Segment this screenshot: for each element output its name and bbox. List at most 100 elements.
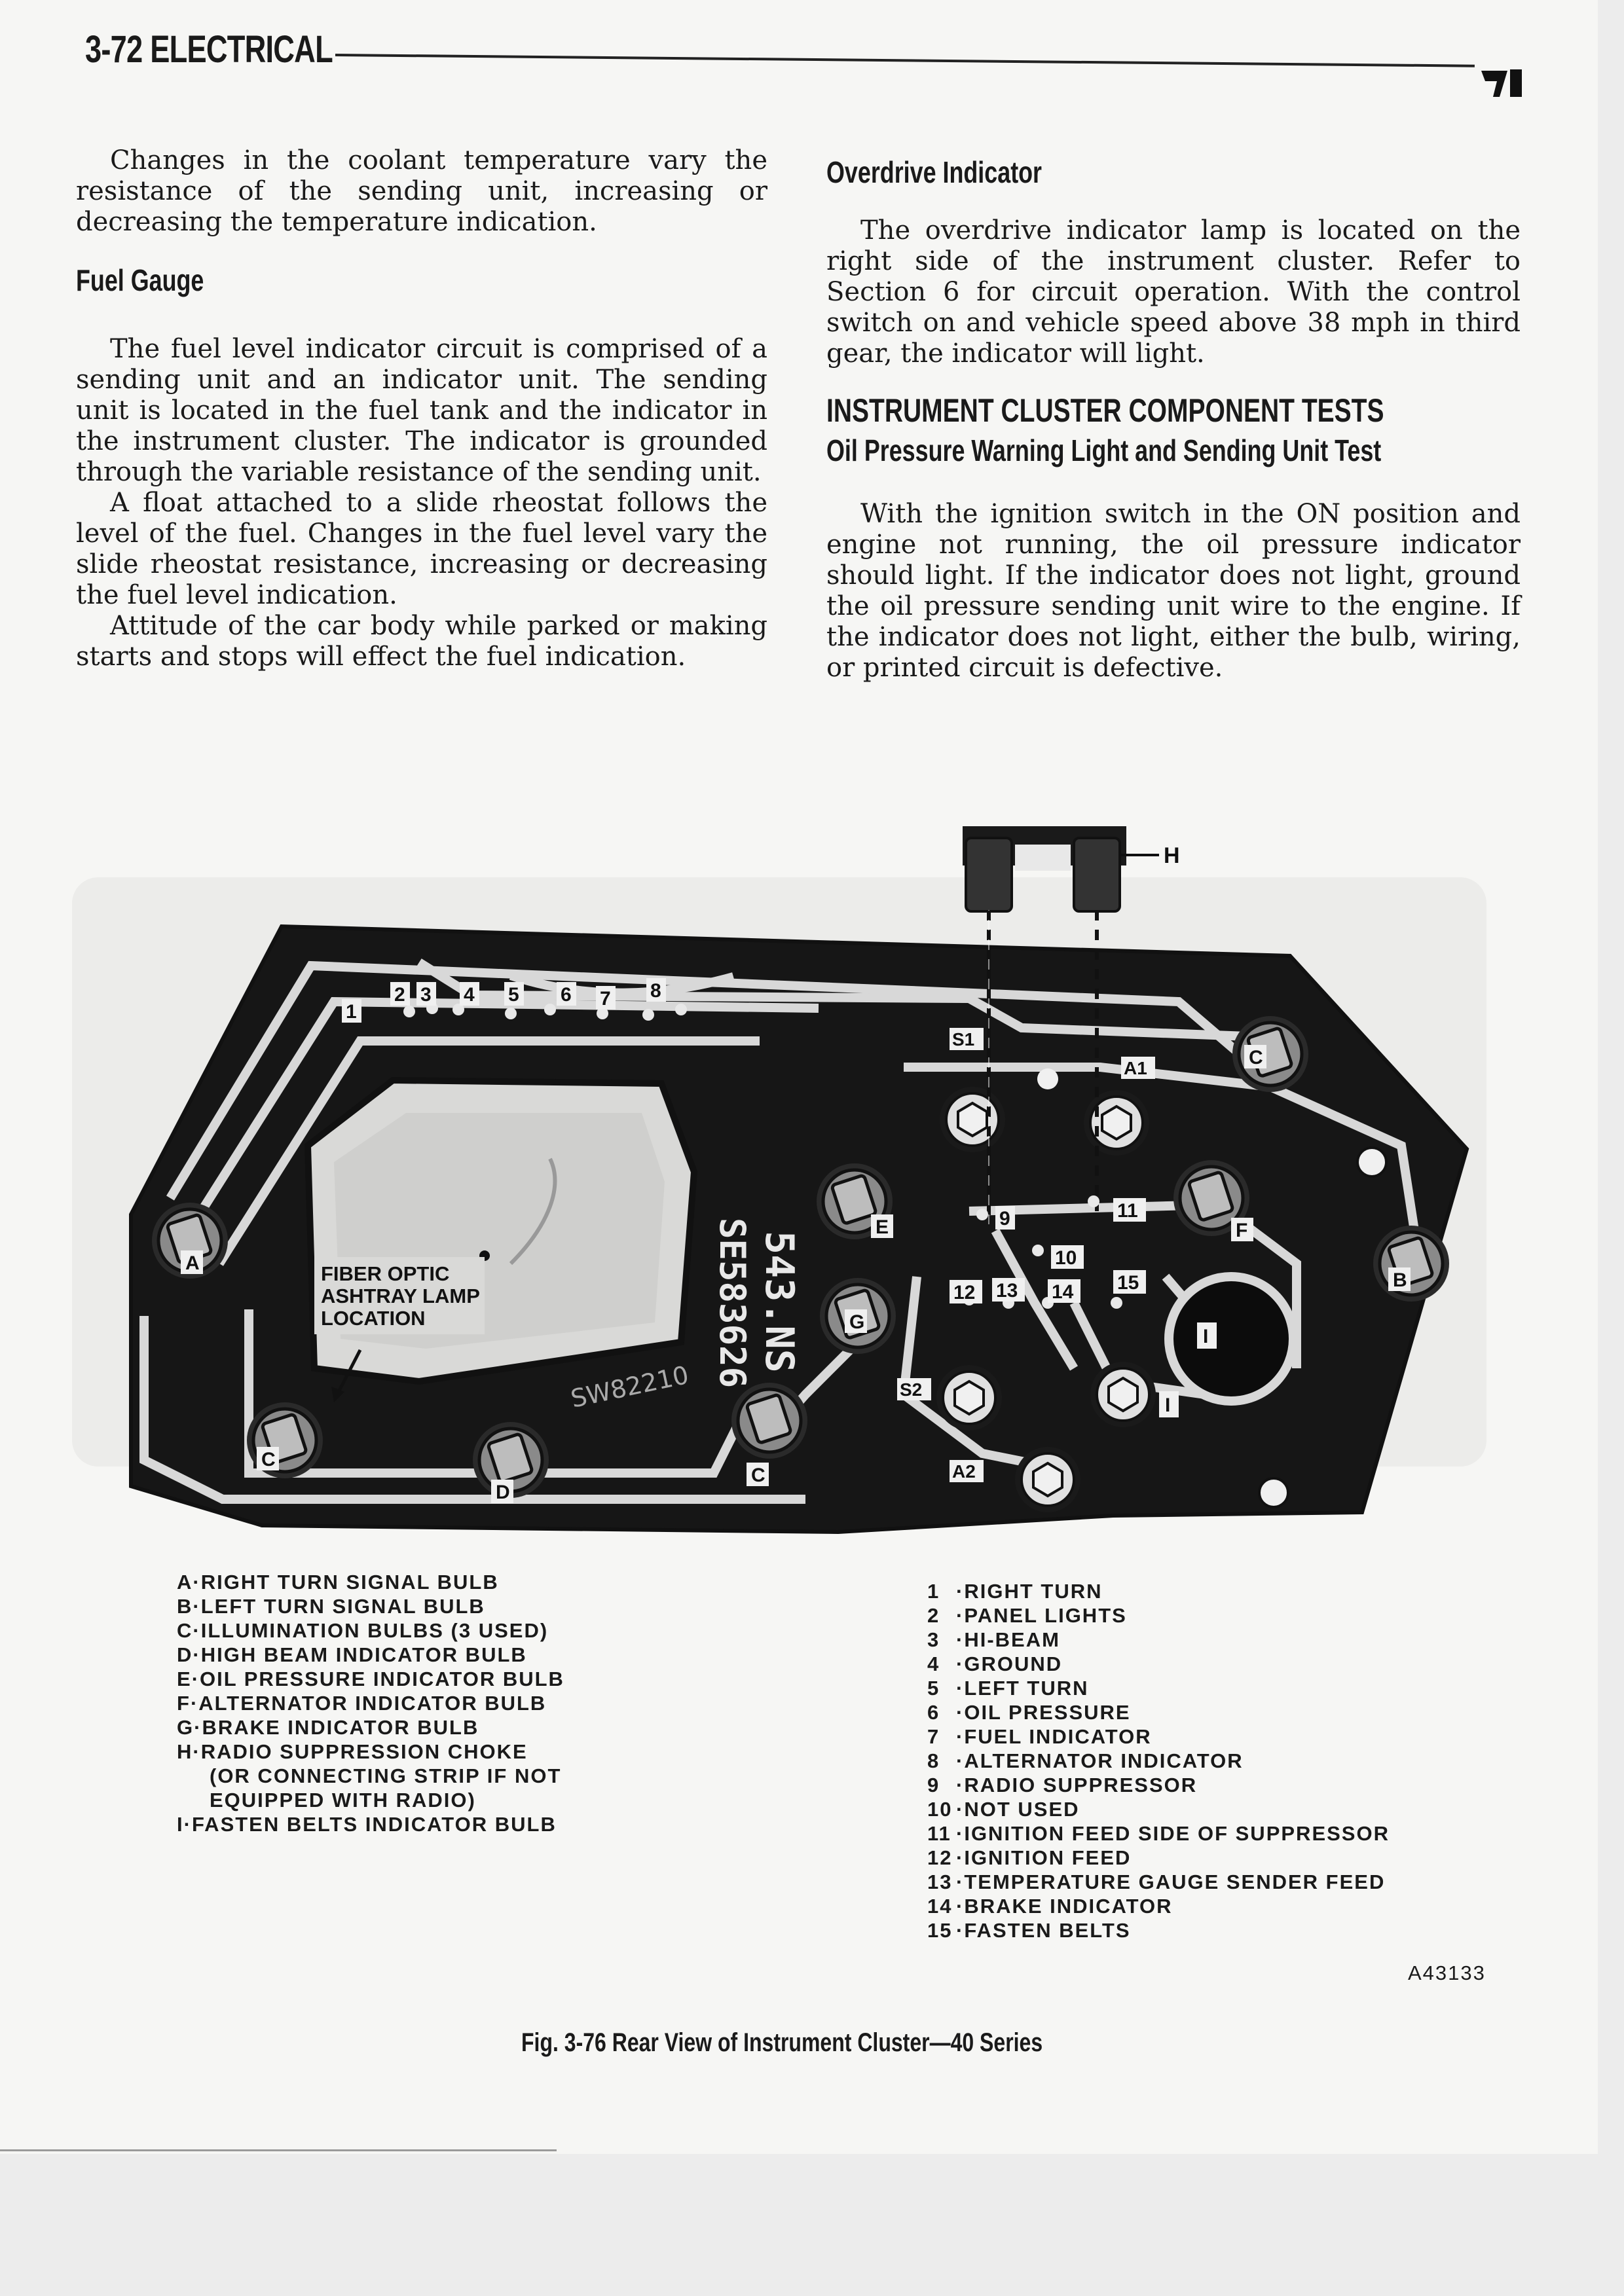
svg-text:S2: S2 [900, 1379, 922, 1400]
header-rule [335, 54, 1475, 67]
label-g: G [845, 1309, 867, 1333]
svg-text:A2: A2 [952, 1461, 976, 1482]
terminal-row-5: 5· LEFT TURN [927, 1677, 1089, 1700]
label-c-left: C [257, 1447, 279, 1470]
stud-a2 [1014, 1446, 1082, 1514]
board-text-1: 543.NS [756, 1231, 802, 1373]
terminal-row-4: 4· GROUND [927, 1652, 1063, 1675]
terminal-legend: 1· RIGHT TURN 2· PANEL LIGHTS 3· HI-BEAM… [927, 1579, 1517, 1942]
fiber-optic-callout: FIBER OPTIC ASHTRAY LAMP LOCATION [314, 1257, 485, 1402]
svg-text:9: 9 [999, 1208, 1010, 1230]
terminal-row-8: 8· ALTERNATOR INDICATOR [927, 1749, 1244, 1772]
label-a: A [181, 1250, 203, 1274]
bulb-legend: A · RIGHT TURN SIGNAL BULB B · LEFT TURN… [177, 1570, 701, 1836]
terminal-7: 7 [596, 986, 616, 1010]
overdrive-paragraph: The overdrive indicator lamp is located … [826, 215, 1521, 369]
terminal-2: 2 [390, 982, 410, 1006]
figure-number: A43133 [1408, 1961, 1486, 1984]
svg-text:8: 8 [650, 980, 661, 1002]
terminal-row-6: 6· OIL PRESSURE [927, 1701, 1131, 1724]
stud-s2 [935, 1364, 1003, 1432]
terminal-5: 5 [504, 982, 524, 1006]
svg-text:11: 11 [1117, 1200, 1138, 1222]
terminal-3: 3 [416, 982, 436, 1006]
page-header-title: 3-72 ELECTRICAL [85, 28, 333, 71]
svg-text:1: 1 [346, 1001, 357, 1023]
terminal-1: 1 [342, 999, 361, 1023]
terminal-6: 6 [557, 982, 576, 1006]
svg-text:2: 2 [394, 984, 405, 1006]
terminal-row-3: 3· HI-BEAM [927, 1628, 1060, 1651]
label-e: E [871, 1214, 893, 1238]
stud-s1 [938, 1085, 1006, 1154]
label-b: B [1388, 1267, 1411, 1291]
left-text-column: Changes in the coolant temperature vary … [76, 145, 767, 672]
legend-row-i: I · FASTEN BELTS INDICATOR BULB [177, 1813, 557, 1836]
legend-row-h-cont-2: EQUIPPED WITH RADIO) [210, 1789, 476, 1812]
svg-text:13: 13 [996, 1280, 1018, 1302]
svg-text:C: C [1249, 1047, 1263, 1068]
fasten-belts-socket [1164, 1272, 1298, 1406]
coolant-paragraph: Changes in the coolant temperature vary … [76, 145, 767, 237]
publisher-logo-icon [1481, 68, 1524, 101]
component-tests-heading: INSTRUMENT CLUSTER COMPONENT TESTS [826, 392, 1384, 429]
label-i-stud: I [1159, 1391, 1179, 1417]
svg-text:S1: S1 [952, 1029, 974, 1049]
svg-text:D: D [496, 1482, 510, 1503]
oil-pressure-test-heading: Oil Pressure Warning Light and Sending U… [826, 433, 1382, 467]
svg-text:F: F [1236, 1220, 1247, 1241]
terminal-8: 8 [646, 978, 666, 1002]
svg-text:5: 5 [508, 984, 519, 1006]
bulb-c-right [1232, 1016, 1308, 1092]
terminal-row-1: 1· RIGHT TURN [927, 1580, 1103, 1603]
terminal-row-7: 7· FUEL INDICATOR [927, 1725, 1152, 1748]
bulb-c-middle [731, 1383, 807, 1459]
fuel-paragraph-2: A float attached to a slide rheostat fol… [76, 488, 767, 610]
svg-text:6: 6 [561, 984, 572, 1006]
legend-row-e: E · OIL PRESSURE INDICATOR BULB [177, 1667, 564, 1690]
legend-row-d: D · HIGH BEAM INDICATOR BULB [177, 1643, 527, 1666]
label-s2: S2 [897, 1378, 931, 1400]
terminal-row-15: 15· FASTEN BELTS [927, 1919, 1131, 1942]
terminal-4: 4 [460, 982, 479, 1006]
terminal-10: 10 [1051, 1245, 1084, 1269]
svg-text:7: 7 [600, 988, 611, 1010]
terminal-row-11: 11· IGNITION FEED SIDE OF SUPPRESSOR [927, 1822, 1390, 1845]
label-c-right: C [1244, 1045, 1266, 1068]
legend-row-a: A · RIGHT TURN SIGNAL BULB [177, 1571, 499, 1594]
fuel-paragraph-3: Attitude of the car body while parked or… [76, 611, 767, 672]
oil-pressure-paragraph: With the ignition switch in the ON posit… [826, 499, 1521, 683]
svg-text:14: 14 [1052, 1281, 1074, 1303]
terminal-14: 14 [1048, 1279, 1080, 1303]
terminal-row-2: 2· PANEL LIGHTS [927, 1604, 1127, 1627]
board-text-2: SE583626 [712, 1218, 753, 1388]
terminal-9: 9 [995, 1206, 1015, 1230]
svg-text:I: I [1165, 1394, 1170, 1416]
page-bottom-edge [0, 2149, 557, 2151]
svg-text:B: B [1393, 1269, 1407, 1291]
right-text-column: Overdrive Indicator The overdrive indica… [826, 157, 1521, 683]
terminal-row-14: 14· BRAKE INDICATOR [927, 1895, 1173, 1918]
legend-row-h-cont-1: (OR CONNECTING STRIP IF NOT [210, 1764, 562, 1787]
legend-row-f: F · ALTERNATOR INDICATOR BULB [177, 1692, 547, 1715]
legend-row-c: C · ILLUMINATION BULBS (3 USED) [177, 1619, 549, 1642]
label-a2: A2 [950, 1460, 984, 1482]
svg-text:FIBER OPTIC ASHTRAY LA: FIBER OPTIC ASHTRAY LAMP LOCATION [321, 1262, 485, 1330]
legend-row-g: G · BRAKE INDICATOR BULB [177, 1716, 479, 1739]
radio-suppression-choke: H [963, 826, 1180, 1224]
fuel-gauge-heading: Fuel Gauge [76, 263, 204, 297]
svg-text:3: 3 [420, 984, 432, 1006]
fuel-paragraph-1: The fuel level indicator circuit is comp… [76, 334, 767, 487]
svg-text:H: H [1164, 843, 1180, 868]
svg-text:4: 4 [464, 984, 475, 1006]
terminal-13: 13 [992, 1278, 1025, 1302]
stud-i [1089, 1360, 1157, 1429]
terminal-12: 12 [950, 1280, 982, 1303]
terminal-row-9: 9· RADIO SUPPRESSOR [927, 1774, 1198, 1796]
svg-text:C: C [751, 1465, 766, 1486]
svg-text:15: 15 [1117, 1272, 1139, 1294]
label-s1: S1 [950, 1028, 984, 1050]
svg-text:G: G [849, 1311, 864, 1333]
svg-text:A1: A1 [1124, 1058, 1147, 1078]
terminal-row-10: 10· NOT USED [927, 1798, 1080, 1821]
